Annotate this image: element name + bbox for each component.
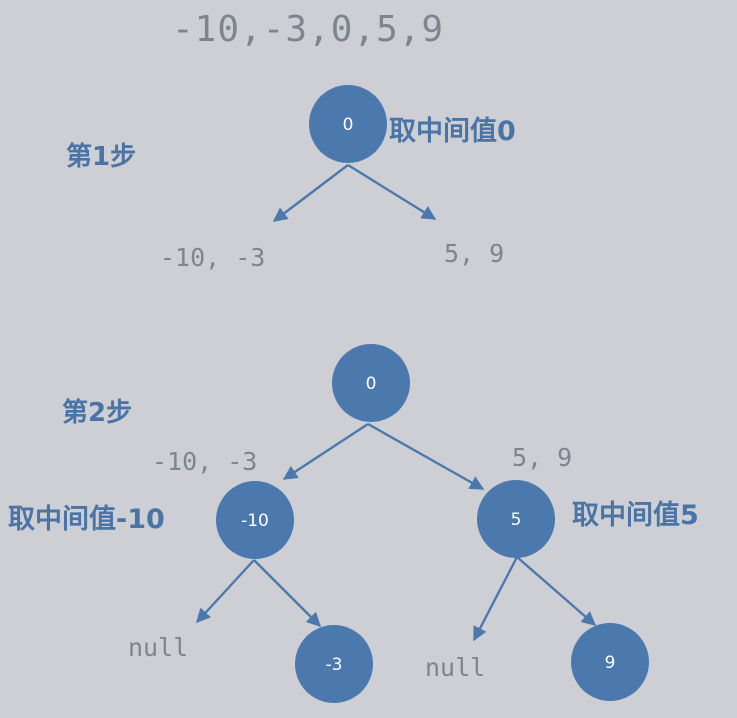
- null-left-leaf: null: [128, 633, 189, 662]
- node-step2-left: -10: [216, 481, 294, 559]
- step2-right-subarray: 5, 9: [512, 443, 573, 472]
- edge-step2-right-right: [516, 556, 597, 626]
- node-step1-root: 0: [309, 85, 387, 163]
- node-step2-left-right: -3: [295, 625, 373, 703]
- edge-step2-root-left: [282, 422, 369, 481]
- null-right-leaf: null: [425, 653, 486, 682]
- node-step2-left-label: -10: [241, 511, 269, 531]
- array-title: -10,-3,0,5,9: [172, 9, 445, 50]
- node-step2-root: 0: [332, 344, 410, 422]
- node-step2-right: 5: [477, 480, 555, 558]
- edge-step2-left-null: [196, 559, 255, 624]
- node-step2-left-right-label: -3: [326, 655, 343, 675]
- edge-step1-root-right: [347, 163, 437, 221]
- edge-step2-root-right: [367, 422, 485, 491]
- node-step2-right-right-label: 9: [605, 653, 616, 673]
- step1-label: 第1步: [66, 142, 137, 172]
- step2-label: 第2步: [62, 398, 133, 428]
- annotation-take-mid-5: 取中间值5: [572, 500, 699, 531]
- step1-left-subarray: -10, -3: [160, 243, 266, 272]
- node-step1-root-label: 0: [343, 115, 354, 135]
- annotation-take-mid-minus10: 取中间值-10: [8, 504, 165, 535]
- annotation-take-mid-0: 取中间值0: [389, 116, 516, 147]
- node-step2-right-label: 5: [511, 510, 522, 530]
- edge-step2-left-right: [253, 559, 322, 628]
- node-step2-right-right: 9: [571, 623, 649, 701]
- edge-step2-right-null: [472, 556, 519, 642]
- node-step2-root-label: 0: [366, 374, 377, 394]
- edge-step1-root-left: [272, 164, 349, 222]
- step1-right-subarray: 5, 9: [444, 239, 505, 268]
- step2-left-subarray: -10, -3: [152, 447, 258, 476]
